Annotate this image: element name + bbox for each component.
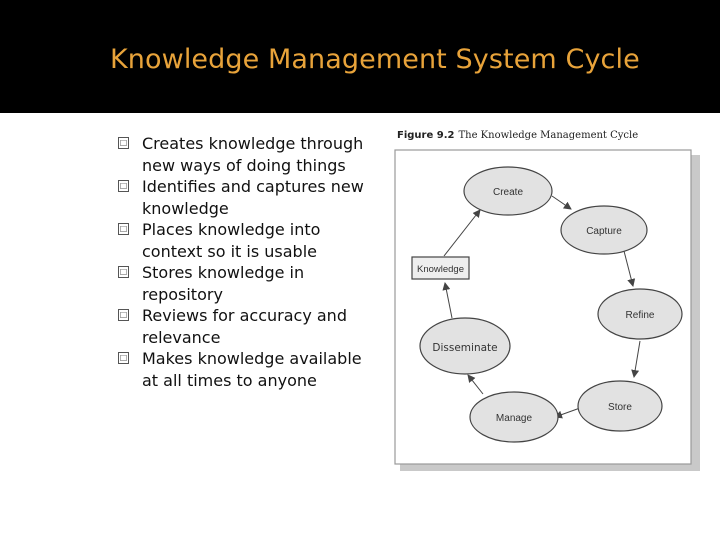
bullet-marker-icon: □: [118, 137, 129, 149]
bullet-text: Identifies and captures new knowledge: [142, 177, 364, 218]
node-manage-label: Manage: [496, 413, 533, 424]
node-store-label: Store: [608, 402, 632, 413]
bullet-marker-icon: □: [118, 309, 129, 321]
arrow-refine-to-store: [631, 340, 641, 378]
arrow-create-to-capture: [551, 195, 572, 210]
bullet-text: Makes knowledge available at all times t…: [142, 349, 362, 390]
bullet-item: □ Places knowledge into context so it is …: [118, 219, 380, 262]
bullet-text: Places knowledge into context so it is u…: [142, 220, 321, 261]
node-knowledge: Knowledge: [411, 256, 470, 280]
bullet-text: Creates knowledge through new ways of do…: [142, 134, 364, 175]
bullet-item: □ Reviews for accuracy and relevance: [118, 305, 380, 348]
bullet-item: □ Stores knowledge in repository: [118, 262, 380, 305]
node-manage: Manage: [469, 391, 559, 443]
node-capture: Capture: [560, 205, 648, 255]
bullet-marker-icon: □: [118, 352, 129, 364]
figure-label: Figure 9.2: [397, 130, 455, 141]
arrow-store-to-manage: [554, 407, 581, 419]
bullet-text: Stores knowledge in repository: [142, 263, 305, 304]
arrow-capture-to-refine: [623, 250, 636, 287]
title-bar: Knowledge Management System Cycle: [0, 0, 720, 113]
node-refine-label: Refine: [626, 310, 655, 321]
knowledge-cycle-diagram: Create Capture Refine Store Manage Disse…: [394, 149, 700, 471]
bullet-item: □ Creates knowledge through new ways of d…: [118, 133, 380, 176]
node-capture-label: Capture: [586, 226, 622, 237]
figure-caption-text: The Knowledge Management Cycle: [458, 130, 639, 141]
bullet-marker-icon: □: [118, 223, 129, 235]
bullet-text: Reviews for accuracy and relevance: [142, 306, 347, 347]
arrow-knowledge-to-create: [443, 209, 481, 257]
slide-title: Knowledge Management System Cycle: [110, 44, 640, 75]
node-create: Create: [463, 166, 553, 216]
bullet-marker-icon: □: [118, 266, 129, 278]
bullet-item: □ Makes knowledge available at all times …: [118, 348, 380, 391]
node-disseminate-label: Disseminate: [432, 342, 497, 354]
arrow-manage-to-disseminate: [467, 374, 484, 395]
node-disseminate: Disseminate: [419, 317, 511, 375]
node-refine: Refine: [597, 288, 683, 340]
bullet-list: □ Creates knowledge through new ways of d…: [118, 133, 380, 391]
bullet-marker-icon: □: [118, 180, 129, 192]
node-knowledge-label: Knowledge: [417, 264, 464, 275]
node-store: Store: [577, 380, 663, 432]
arrow-disseminate-to-knowledge: [442, 282, 453, 319]
bullet-item: □ Identifies and captures new knowledge: [118, 176, 380, 219]
node-create-label: Create: [493, 187, 523, 198]
